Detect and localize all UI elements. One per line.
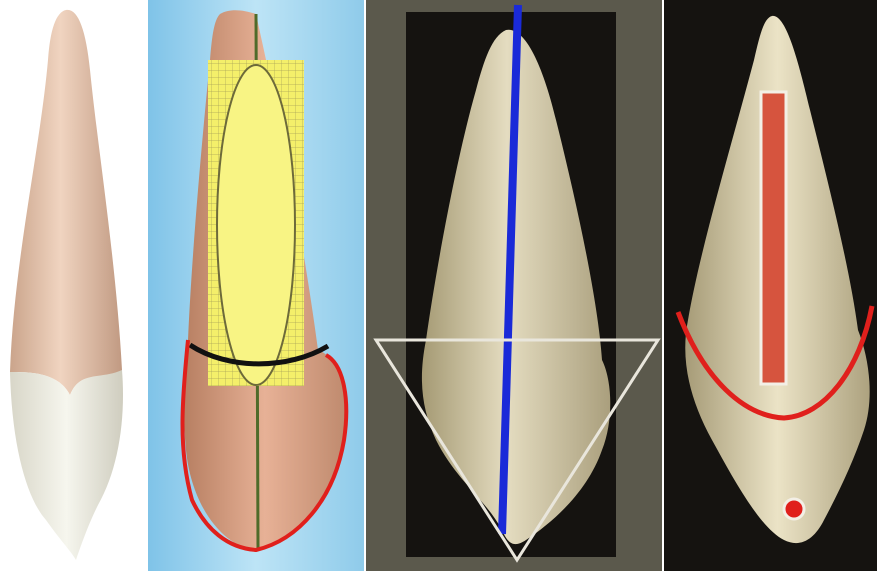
axis-triangle-figure (366, 0, 662, 571)
tooth-crown (10, 370, 123, 560)
tooth-root (10, 10, 122, 395)
panel-grid-overlay (148, 0, 364, 571)
grid-overlay-figure (148, 0, 364, 571)
panel-axis-triangle (366, 0, 662, 571)
panel-tooth-illustration (0, 0, 146, 571)
panel-ridge-marking (664, 0, 877, 571)
grid-ellipse (217, 65, 295, 385)
ridge-marking-figure (664, 0, 877, 571)
marking-dot (784, 499, 804, 519)
marking-bar (761, 92, 786, 384)
tooth-illustration (0, 0, 146, 571)
